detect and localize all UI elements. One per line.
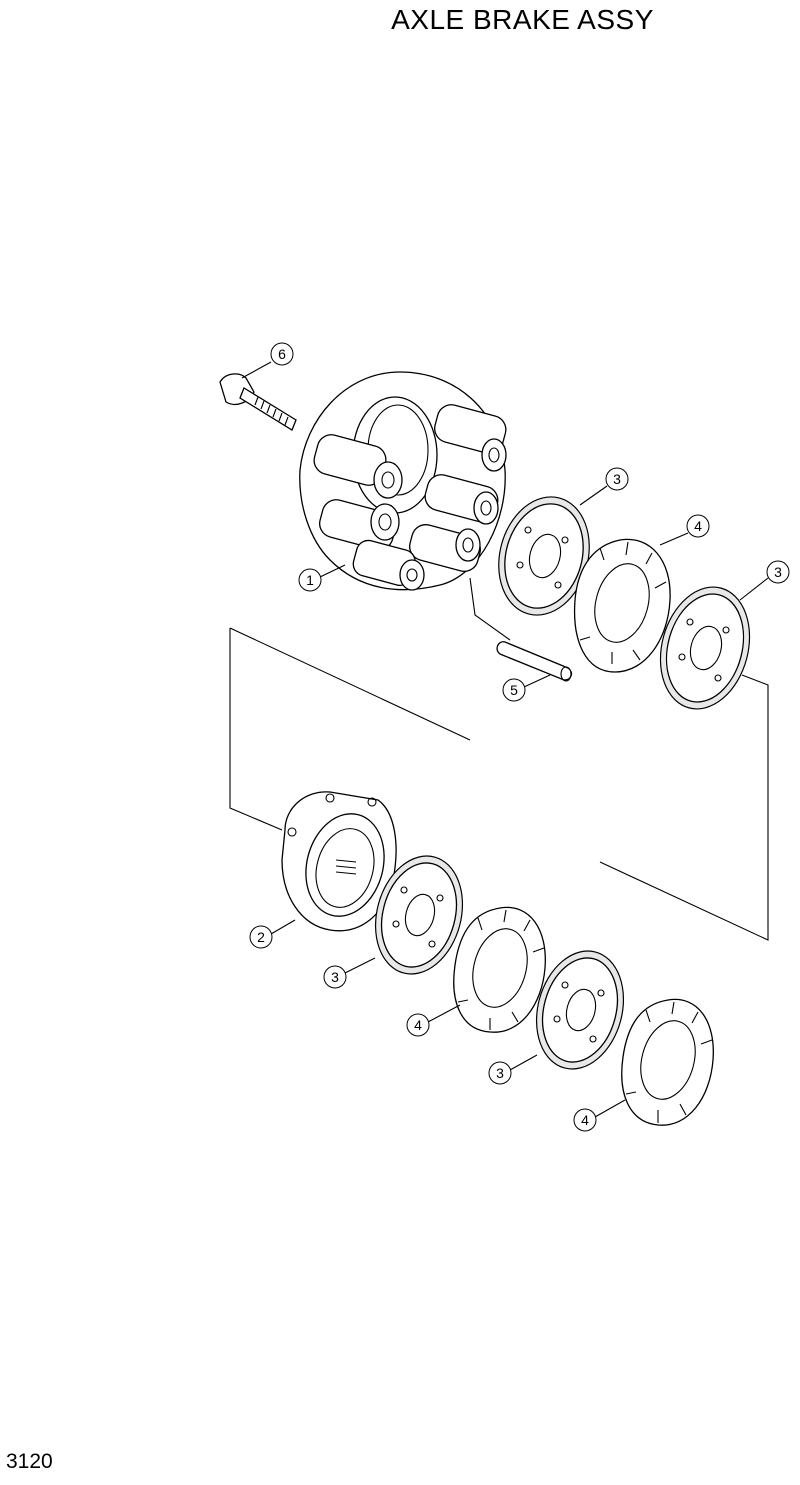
friction-disc-part <box>659 586 751 710</box>
pin-part <box>496 641 573 682</box>
callout-3: 3 <box>488 1061 512 1085</box>
separator-plate-part <box>453 906 546 1033</box>
separator-plate-part <box>621 998 714 1126</box>
leader-lines <box>241 361 769 1118</box>
svg-text:6: 6 <box>278 346 286 362</box>
friction-disc-part <box>535 950 625 1070</box>
svg-text:4: 4 <box>414 1017 422 1033</box>
callout-2: 2 <box>249 925 273 949</box>
bolt-part <box>219 373 297 431</box>
piston-housing-part <box>281 791 397 932</box>
callout-1: 1 <box>298 568 322 592</box>
callout-3: 3 <box>605 467 629 491</box>
assembly-frame-lines <box>229 577 769 941</box>
friction-disc-part <box>374 855 464 975</box>
callout-3: 3 <box>766 560 790 584</box>
friction-disc-part <box>498 496 590 616</box>
brake-housing-part <box>299 371 507 591</box>
svg-text:4: 4 <box>694 518 702 534</box>
svg-text:3: 3 <box>331 969 339 985</box>
svg-text:3: 3 <box>774 564 782 580</box>
callout-4: 4 <box>406 1013 430 1037</box>
svg-text:1: 1 <box>306 572 314 588</box>
separator-plate-part <box>573 538 671 673</box>
svg-text:5: 5 <box>510 682 518 698</box>
callout-6: 6 <box>270 342 294 366</box>
callout-3: 3 <box>323 965 347 989</box>
svg-text:4: 4 <box>581 1112 589 1128</box>
callout-5: 5 <box>502 678 526 702</box>
svg-text:2: 2 <box>257 929 265 945</box>
diagram-title: AXLE BRAKE ASSY <box>391 4 654 35</box>
svg-text:3: 3 <box>613 471 621 487</box>
callout-4: 4 <box>573 1108 597 1132</box>
page-number: 3120 <box>6 1450 53 1473</box>
svg-text:3: 3 <box>496 1065 504 1081</box>
callout-4: 4 <box>686 514 710 538</box>
